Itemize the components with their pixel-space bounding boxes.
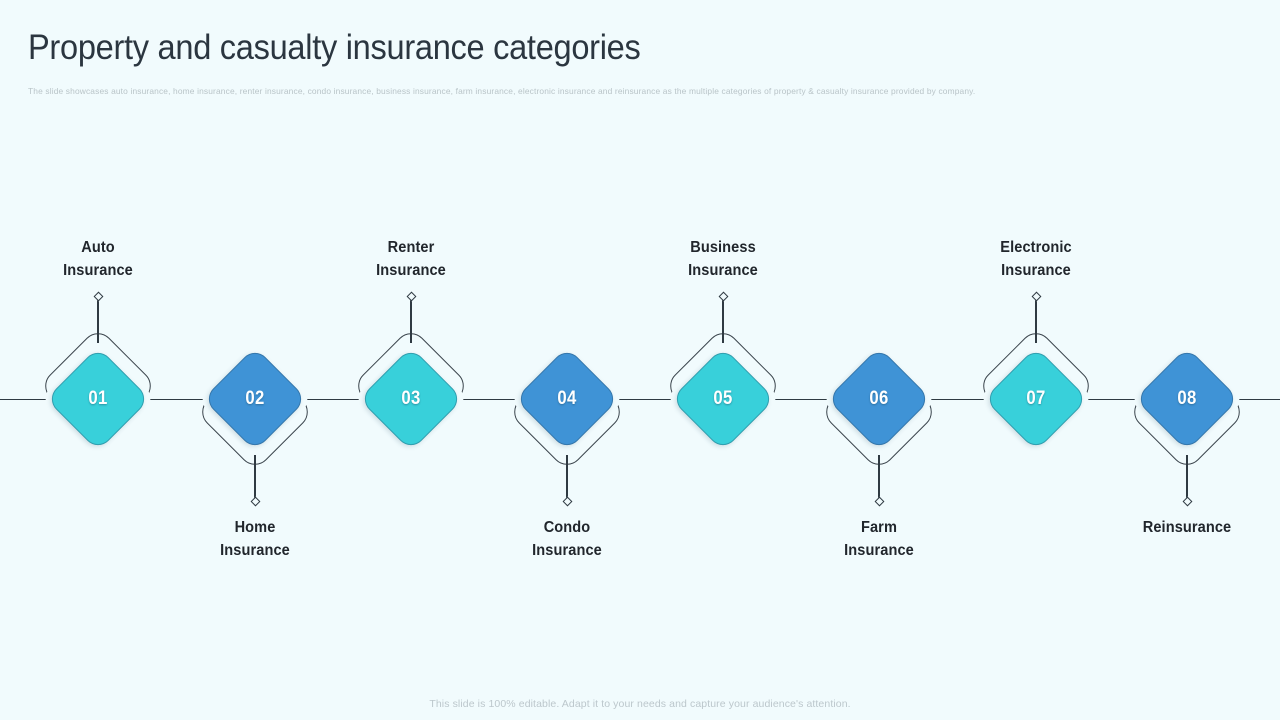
node-label-line2: Insurance: [532, 542, 602, 559]
node-number: 01: [88, 388, 108, 409]
small-diamond-icon: [718, 291, 728, 302]
node-label-line2: Insurance: [220, 542, 290, 559]
small-diamond-icon: [250, 496, 260, 507]
node-label-line1: Auto: [81, 239, 115, 256]
connector-line: [1186, 455, 1188, 501]
node-number: 05: [713, 388, 733, 409]
node-label-line2: Insurance: [1001, 262, 1071, 279]
slide-subtitle: The slide showcases auto insurance, home…: [28, 86, 976, 96]
connector-line: [566, 455, 568, 501]
small-diamond-icon: [93, 291, 103, 302]
connector-line: [878, 455, 880, 501]
node-label-line1: Electronic: [1000, 239, 1072, 256]
connector-line: [722, 297, 724, 343]
timeline-axis: [0, 399, 1280, 400]
node-label-line1: Renter: [387, 239, 435, 256]
page-title: Property and casualty insurance categori…: [28, 28, 641, 67]
connector-line: [410, 297, 412, 343]
node-label-line1: Farm: [860, 519, 898, 536]
connector-line: [1035, 297, 1037, 343]
slide-footer-note: This slide is 100% editable. Adapt it to…: [429, 698, 851, 710]
small-diamond-icon: [406, 291, 416, 302]
small-diamond-icon: [874, 496, 884, 507]
node-number: 04: [557, 388, 577, 409]
node-number: 02: [245, 388, 265, 409]
node-label-line1: Business: [690, 239, 756, 256]
connector-line: [254, 455, 256, 501]
node-label: Reinsurance: [1098, 516, 1277, 539]
node-label-line1: Reinsurance: [1142, 519, 1232, 536]
node-label-line2: Insurance: [844, 542, 914, 559]
node-number: 07: [1026, 388, 1046, 409]
node-label-line1: Condo: [543, 519, 591, 536]
connector-line: [97, 297, 99, 343]
small-diamond-icon: [1182, 496, 1192, 507]
small-diamond-icon: [562, 496, 572, 507]
node-label-line2: Insurance: [688, 262, 758, 279]
node-number: 06: [869, 388, 889, 409]
node-label-line1: Home: [234, 519, 276, 536]
node-label-line2: Insurance: [376, 262, 446, 279]
node-number: 08: [1177, 388, 1197, 409]
node-label-line2: Insurance: [63, 262, 133, 279]
node-number: 03: [401, 388, 421, 409]
small-diamond-icon: [1031, 291, 1041, 302]
